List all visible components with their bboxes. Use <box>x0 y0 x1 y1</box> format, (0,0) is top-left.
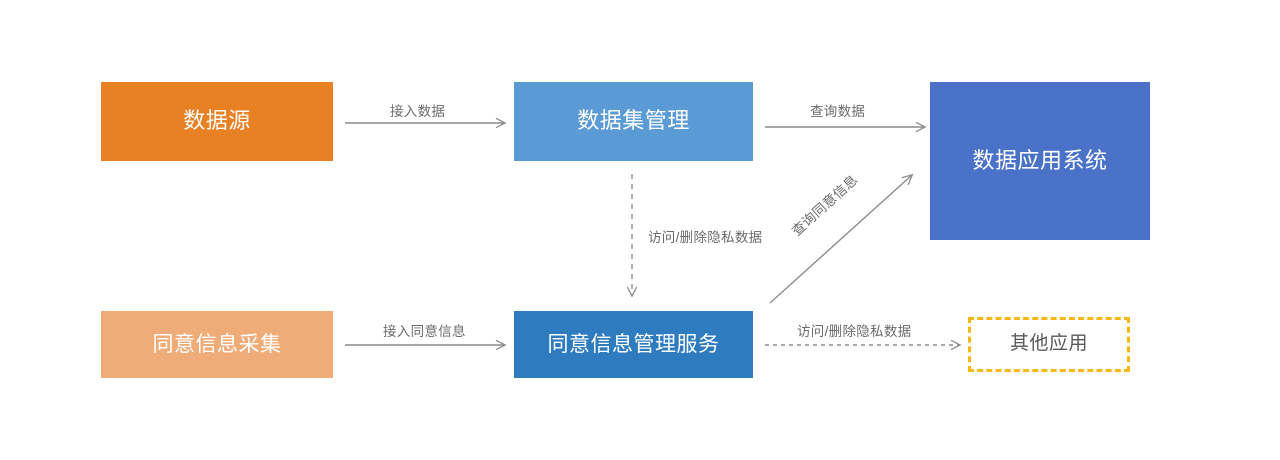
edge-label-access-delete-vertical: 访问/删除隐私数据 <box>648 230 763 245</box>
node-consent-management-service-label: 同意信息管理服务 <box>547 332 720 356</box>
edge-label-query-data: 查询数据 <box>810 104 866 119</box>
node-dataset-management-label: 数据集管理 <box>577 108 690 134</box>
node-consent-management-service[interactable]: 同意信息管理服务 <box>514 311 753 378</box>
node-data-source[interactable]: 数据源 <box>101 82 333 161</box>
node-data-source-label: 数据源 <box>183 108 251 134</box>
node-data-application-system-label: 数据应用系统 <box>972 147 1108 173</box>
edge-label-query-consent: 查询同意信息 <box>788 172 861 239</box>
node-other-applications-label: 其他应用 <box>1009 333 1088 355</box>
node-data-application-system[interactable]: 数据应用系统 <box>930 82 1150 240</box>
edge-label-ingest-data: 接入数据 <box>390 104 446 119</box>
node-consent-collection[interactable]: 同意信息采集 <box>101 311 333 378</box>
node-dataset-management[interactable]: 数据集管理 <box>514 82 753 161</box>
node-other-applications[interactable]: 其他应用 <box>968 317 1130 372</box>
node-consent-collection-label: 同意信息采集 <box>152 332 282 356</box>
edge-label-ingest-consent: 接入同意信息 <box>383 324 466 339</box>
edge-label-access-delete-bottom: 访问/删除隐私数据 <box>797 324 912 339</box>
